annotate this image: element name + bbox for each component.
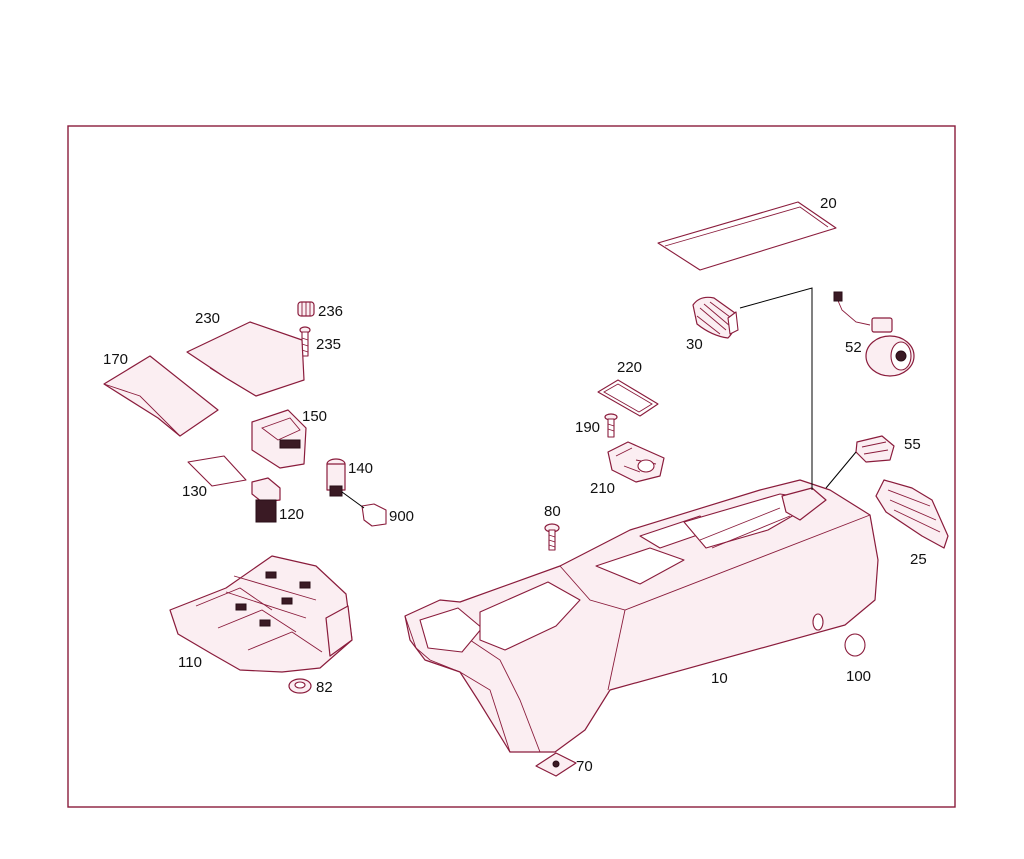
part-25-rear-trim (875, 479, 949, 549)
label-150: 150 (302, 408, 327, 425)
label-10: 10 (711, 670, 728, 687)
label-30: 30 (686, 336, 703, 353)
label-80: 80 (544, 503, 561, 520)
label-140: 140 (348, 460, 373, 477)
part-220-tray-mat (597, 379, 659, 417)
label-20: 20 (820, 195, 837, 212)
label-110: 110 (178, 654, 202, 671)
label-100: 100 (846, 668, 871, 685)
part-150-compartment (251, 409, 307, 469)
part-52-power-socket (833, 291, 915, 377)
part-80-screw (544, 523, 560, 551)
part-140-socket (326, 458, 346, 497)
part-70-clip (535, 752, 577, 777)
part-100-plug (844, 633, 866, 657)
part-236-cap (297, 301, 315, 317)
part-190-screw (604, 413, 618, 438)
part-900-connector (361, 503, 387, 527)
label-55: 55 (904, 436, 921, 453)
label-82: 82 (316, 679, 333, 696)
part-82-grommet (288, 678, 312, 694)
part-10-center-console (404, 479, 879, 753)
part-230-lid (186, 321, 305, 397)
label-230: 230 (195, 310, 220, 327)
label-235: 235 (316, 336, 341, 353)
part-30-speaker-grille (692, 296, 739, 339)
part-130-pad (187, 455, 247, 487)
label-190: 190 (575, 419, 600, 436)
label-236: 236 (318, 303, 343, 320)
label-900: 900 (389, 508, 414, 525)
label-220: 220 (617, 359, 642, 376)
part-110-housing (169, 555, 353, 673)
part-20-armrest-pad (657, 201, 837, 271)
label-70: 70 (576, 758, 593, 775)
label-130: 130 (182, 483, 207, 500)
label-210: 210 (590, 480, 615, 497)
part-120-switch (251, 477, 281, 523)
part-55-insert (855, 435, 895, 463)
label-120: 120 (279, 506, 304, 523)
label-170: 170 (103, 351, 128, 368)
diagram-frame (67, 125, 956, 808)
label-52: 52 (845, 339, 862, 356)
label-25: 25 (910, 551, 927, 568)
leader-lines (341, 287, 857, 509)
part-170-cover (103, 355, 219, 437)
part-210-tray-holder (607, 441, 665, 483)
